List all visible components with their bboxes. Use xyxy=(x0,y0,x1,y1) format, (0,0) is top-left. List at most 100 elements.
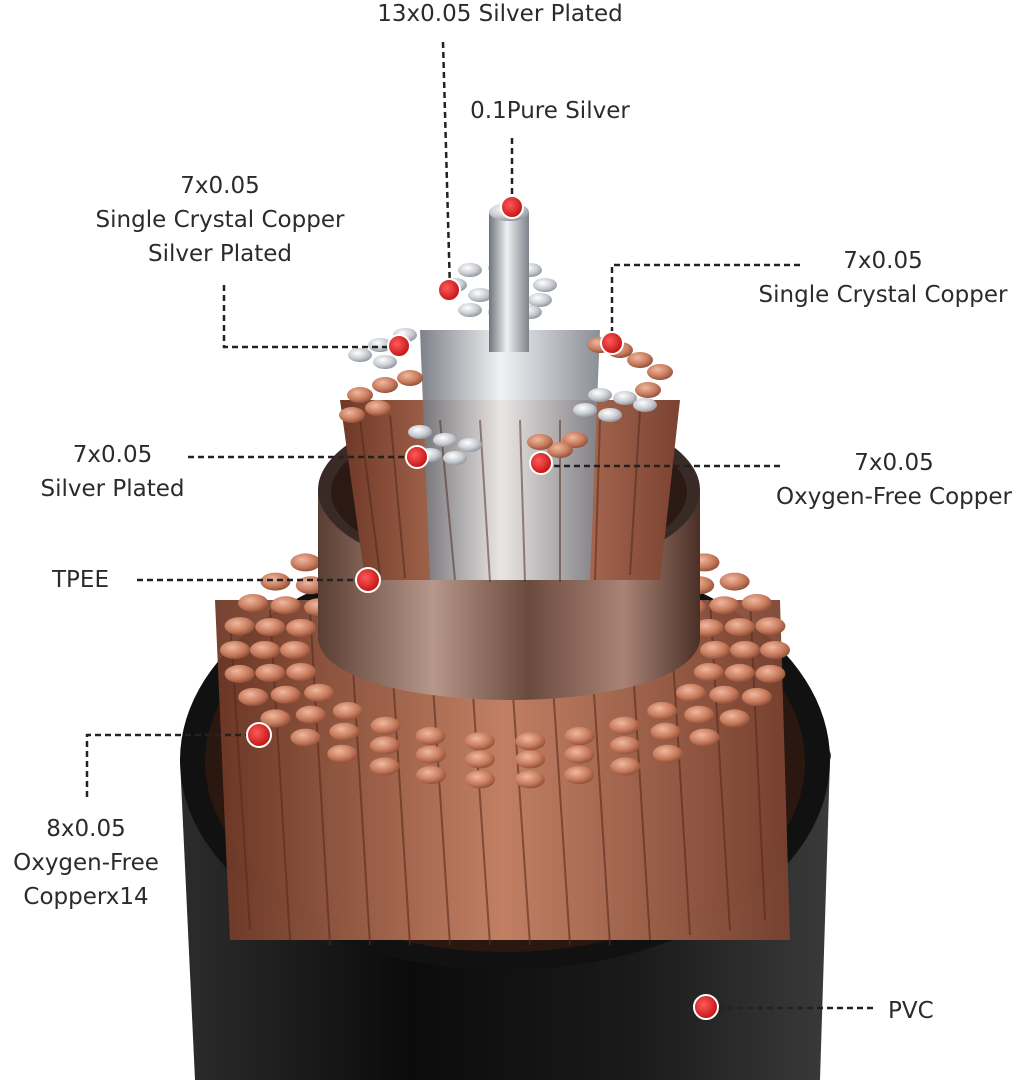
copper-strand-end xyxy=(255,618,286,637)
copper-strand-end xyxy=(760,641,790,659)
copper-strand-end xyxy=(295,705,326,724)
copper-strand-end xyxy=(527,434,553,450)
silver-strand-end xyxy=(443,451,467,465)
silver-strand-end xyxy=(613,391,637,405)
label-sc-copper-sp-line-1: 7x0.05 xyxy=(180,173,260,199)
copper-strand-end xyxy=(610,757,641,776)
copper-strand-end xyxy=(650,722,681,741)
label-sc-copper-sp: 7x0.05 Single Crystal Copper Silver Plat… xyxy=(60,169,380,271)
label-ofc-7: 7x0.05 Oxygen-Free Copper xyxy=(758,446,1030,514)
copper-strand-end xyxy=(339,407,365,423)
label-silver-7: 7x0.05 Silver Plated xyxy=(20,438,205,506)
copper-strand-end xyxy=(370,716,401,735)
marker-sc-copper xyxy=(600,331,624,355)
silver-strand-end xyxy=(458,303,482,317)
copper-strand-end xyxy=(693,619,724,637)
label-tpee: TPEE xyxy=(52,563,109,597)
copper-strand-end xyxy=(515,732,546,751)
label-silver-13: 13x0.05 Silver Plated xyxy=(340,0,660,31)
label-sc-copper-sp-line-3: Silver Plated xyxy=(147,241,293,267)
silver-strand-end xyxy=(528,293,552,307)
label-silver-7-line-1: 7x0.05 xyxy=(72,442,153,468)
label-sc-copper: 7x0.05 Single Crystal Copper xyxy=(738,244,1028,312)
label-sc-copper-line-1: 7x0.05 xyxy=(843,248,923,274)
silver-strand-end xyxy=(433,433,457,447)
copper-strand-end xyxy=(415,727,446,745)
copper-strand-end xyxy=(270,685,301,704)
silver-strand-end xyxy=(573,403,597,417)
label-ofc-7-line-2: Oxygen-Free Copper xyxy=(775,484,1012,510)
copper-strand-end xyxy=(755,617,786,636)
label-tpee-line-1: TPEE xyxy=(52,567,109,593)
copper-strand-end xyxy=(286,663,317,681)
label-ofc-8-line-3: Copperx14 xyxy=(23,884,149,910)
copper-strand-end xyxy=(304,683,335,702)
callout-markers xyxy=(246,195,719,1020)
copper-strand-end xyxy=(290,553,321,572)
copper-strand-end xyxy=(464,750,495,769)
silver-strand-end xyxy=(468,288,492,302)
copper-strand-end xyxy=(741,688,772,706)
label-ofc-7-line-1: 7x0.05 xyxy=(854,450,934,476)
label-silver-13-line-1: 13x0.05 Silver Plated xyxy=(377,1,623,27)
label-pure-silver-line-1: 0.1Pure Silver xyxy=(470,98,630,124)
copper-strand-end xyxy=(270,596,301,615)
copper-strand-end xyxy=(332,702,363,720)
copper-strand-end xyxy=(514,770,545,789)
copper-strand-end xyxy=(327,744,358,763)
silver-strand-end xyxy=(348,348,372,362)
leader-ofc-8 xyxy=(85,733,259,797)
leader-lines xyxy=(85,41,873,1010)
silver-strand-end xyxy=(408,425,432,439)
copper-strand-end xyxy=(286,619,317,637)
copper-strand-end xyxy=(684,705,715,724)
copper-strand-end xyxy=(724,663,755,682)
label-ofc-8-line-1: 8x0.05 xyxy=(46,816,126,842)
marker-ofc-7 xyxy=(529,451,553,475)
copper-strand-end xyxy=(290,728,321,747)
copper-strand-end xyxy=(647,702,678,720)
copper-strand-end xyxy=(635,382,661,398)
copper-strand-end xyxy=(730,641,760,659)
marker-ofc-8 xyxy=(246,722,272,748)
marker-silver-13 xyxy=(437,278,461,302)
copper-strand-end xyxy=(238,594,269,612)
silver-strand-end xyxy=(458,438,482,452)
copper-strand-end xyxy=(564,745,595,764)
copper-strand-end xyxy=(370,736,400,755)
copper-strand-end xyxy=(693,663,724,681)
copper-strand-end xyxy=(609,716,640,735)
copper-strand-end xyxy=(465,770,496,789)
copper-strand-end xyxy=(709,596,740,615)
copper-strand-end xyxy=(347,387,373,403)
copper-strand-end xyxy=(547,442,573,458)
copper-strand-end xyxy=(260,572,291,591)
copper-strand-end xyxy=(224,664,255,683)
copper-strand-end xyxy=(610,736,640,755)
copper-strand-end xyxy=(709,685,740,704)
outer-copper-strands xyxy=(215,599,790,946)
copper-strand-end xyxy=(369,757,400,776)
leader-sc-copper-sp xyxy=(222,285,399,349)
copper-strand-end xyxy=(689,728,720,747)
pure-silver-core xyxy=(489,203,529,352)
copper-strand-end xyxy=(260,709,291,728)
marker-pure-silver xyxy=(500,195,524,219)
copper-strand-end xyxy=(329,722,360,741)
copper-strand-end xyxy=(464,732,495,751)
copper-strand-end xyxy=(741,594,772,612)
copper-strand-end xyxy=(719,709,750,728)
copper-strand-end xyxy=(647,364,673,380)
leader-silver-13 xyxy=(441,41,452,291)
label-silver-7-line-2: Silver Plated xyxy=(40,476,185,502)
copper-strand-end xyxy=(220,641,250,659)
copper-strand-end xyxy=(515,750,546,769)
label-pvc: PVC xyxy=(888,994,934,1028)
label-pvc-line-1: PVC xyxy=(888,998,934,1024)
copper-strand-end xyxy=(719,572,750,591)
copper-strand-end xyxy=(224,617,255,636)
silver-strand-end xyxy=(458,263,482,277)
copper-strand-end xyxy=(675,683,706,702)
silver-strand-end xyxy=(598,408,622,422)
